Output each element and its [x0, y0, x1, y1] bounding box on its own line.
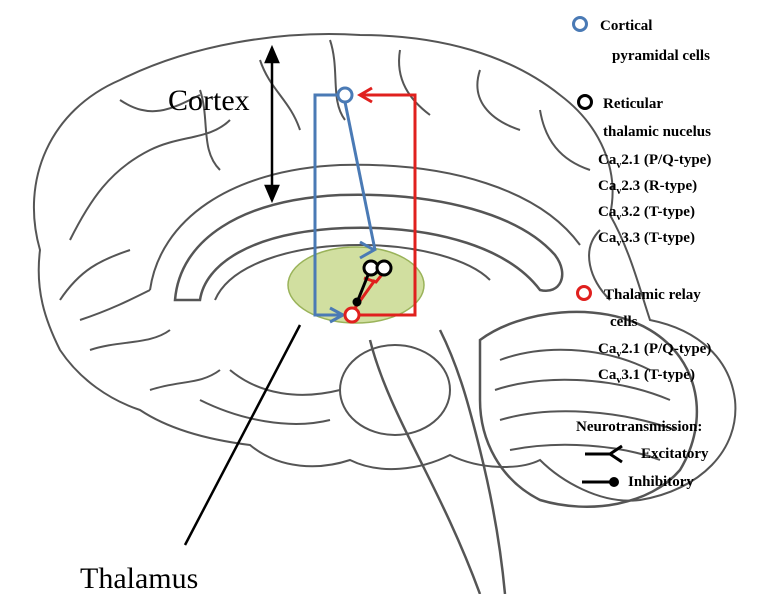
gyrus-line	[90, 330, 170, 350]
legend-cortical-marker	[574, 18, 587, 31]
gyrus-line	[540, 110, 590, 170]
cortical-pyramidal-cell	[338, 88, 352, 102]
cerebellum-folia	[510, 445, 660, 460]
legend: Cortical pyramidal cells Reticular thala…	[574, 18, 712, 491]
pons	[340, 345, 450, 435]
calcium-channel-label: Cav2.1 (P/Q-type)	[598, 152, 711, 171]
inhibitory-terminal	[353, 298, 362, 307]
brainstem	[370, 340, 480, 594]
gyrus-line	[477, 70, 520, 130]
cortex-depth-arrow	[266, 48, 278, 200]
legend-relay-channels: Cav2.1 (P/Q-type)Cav3.1 (T-type)	[598, 341, 711, 386]
legend-cortical-line2: pyramidal cells	[612, 48, 710, 64]
legend-reticular-line2: thalamic nucelus	[603, 124, 711, 140]
legend-neuro-title: Neurotransmission:	[576, 419, 702, 435]
legend-cortical-line1: Cortical	[600, 18, 652, 34]
gyrus-line	[60, 250, 130, 300]
gyrus-line	[80, 290, 150, 320]
brainstem	[440, 330, 505, 594]
temporal-lobe	[200, 400, 330, 424]
gyrus-line	[150, 370, 220, 390]
thalamic-relay-cell	[345, 308, 359, 322]
temporal-lobe	[230, 370, 340, 395]
legend-relay-marker	[578, 287, 591, 300]
legend-reticular-marker	[579, 96, 592, 109]
legend-reticular-channels: Cav2.1 (P/Q-type)Cav2.3 (R-type)Cav3.2 (…	[598, 152, 711, 249]
legend-reticular-line1: Reticular	[603, 96, 663, 112]
calcium-channel-label: Cav3.3 (T-type)	[598, 230, 695, 249]
inhibitory-symbol-dot	[609, 477, 619, 487]
legend-excitatory-label: Excitatory	[641, 446, 709, 462]
legend-relay-line2: cells	[610, 314, 638, 330]
legend-relay-line1: Thalamic relay	[604, 287, 701, 303]
thalamus-label: Thalamus	[80, 562, 198, 594]
thalamus-pointer-line	[185, 325, 300, 545]
cortex-label: Cortex	[168, 84, 250, 117]
reticular-cell	[377, 261, 391, 275]
gyrus-line	[260, 60, 300, 130]
legend-inhibitory-label: Inhibitory	[628, 474, 694, 490]
gyrus-line	[330, 40, 345, 120]
